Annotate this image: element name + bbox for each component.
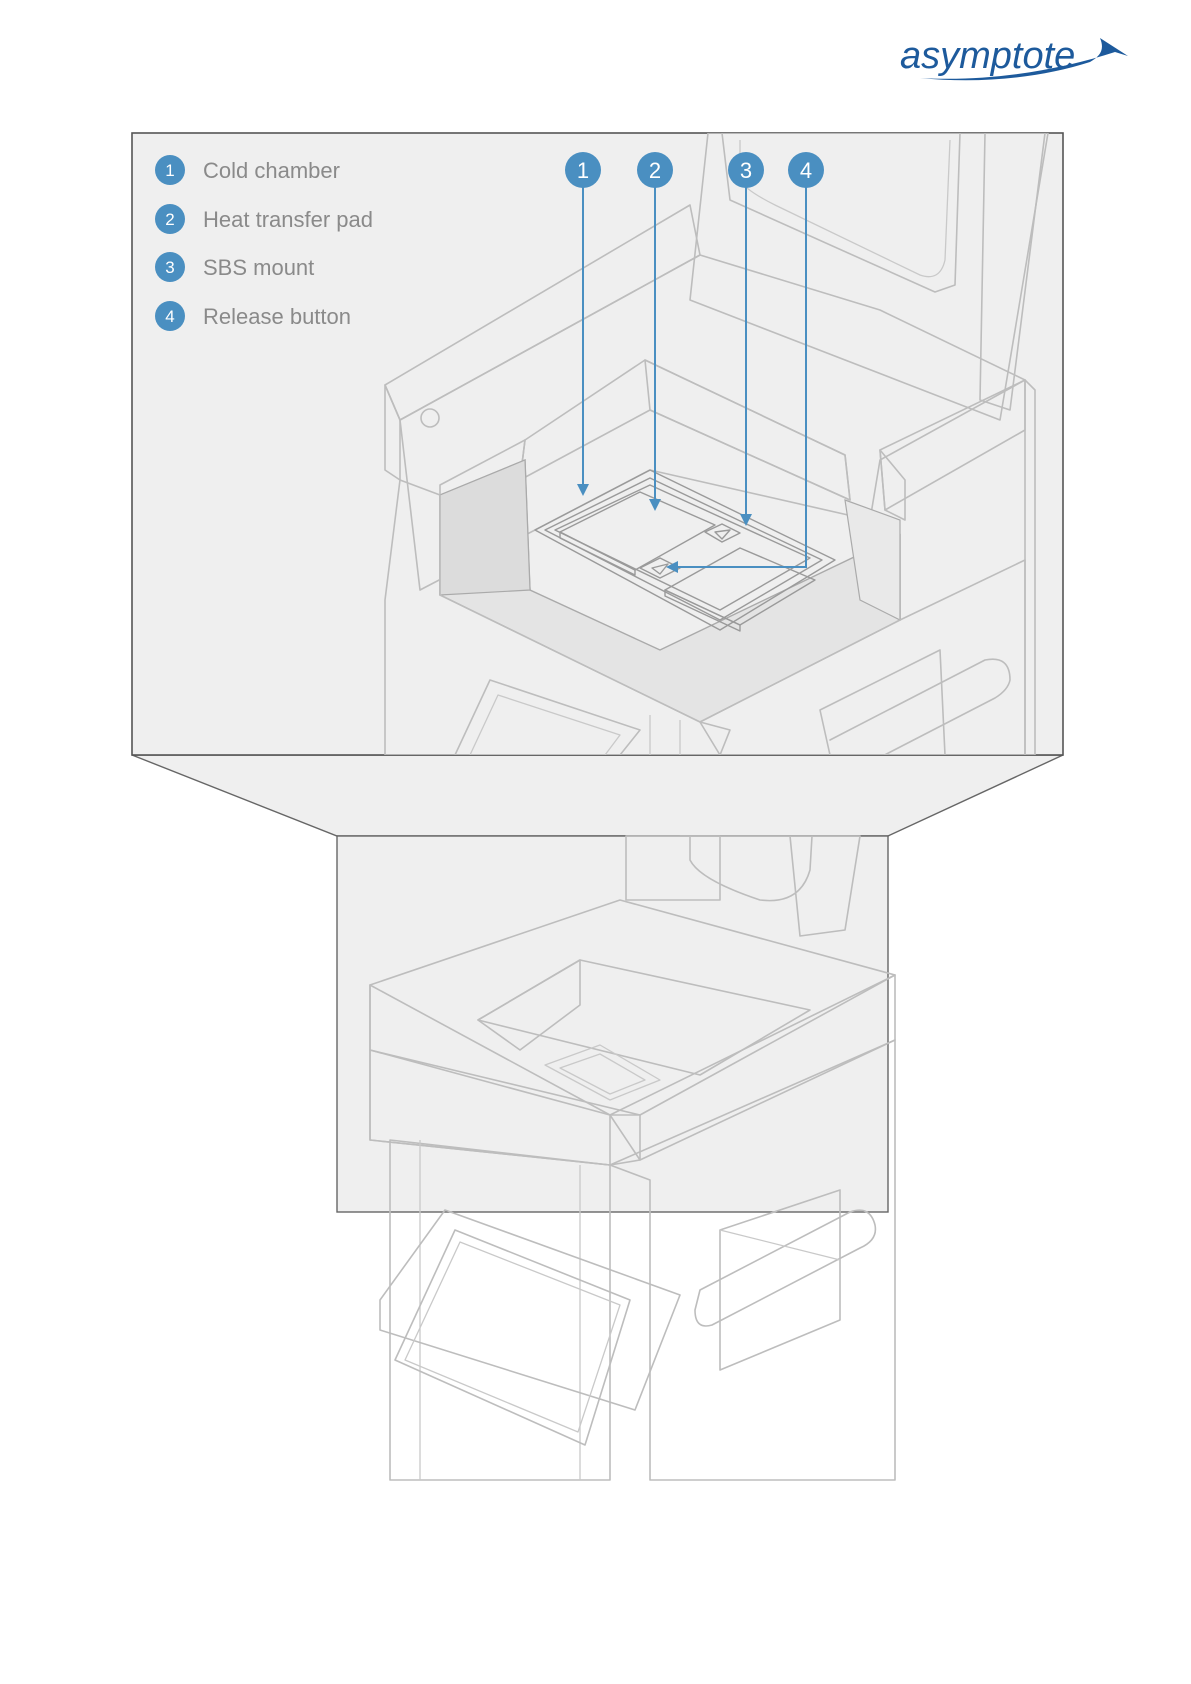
- svg-text:4: 4: [800, 158, 812, 183]
- svg-text:4: 4: [165, 307, 174, 326]
- machine-overview: [337, 836, 895, 1480]
- svg-text:2: 2: [649, 158, 661, 183]
- svg-text:3: 3: [165, 258, 174, 277]
- callout-3: 3: [728, 152, 764, 188]
- legend-item-3: 3 SBS mount: [155, 252, 314, 282]
- svg-text:Release button: Release button: [203, 304, 351, 329]
- svg-text:Cold chamber: Cold chamber: [203, 158, 340, 183]
- svg-text:1: 1: [577, 158, 589, 183]
- svg-text:3: 3: [740, 158, 752, 183]
- svg-text:Heat transfer pad: Heat transfer pad: [203, 207, 373, 232]
- callout-2: 2: [637, 152, 673, 188]
- zoom-funnel: [132, 755, 1063, 836]
- callout-4: 4: [788, 152, 824, 188]
- detail-panel: 1 Cold chamber 2 Heat transfer pad 3 SBS…: [132, 133, 1063, 778]
- svg-text:1: 1: [165, 161, 174, 180]
- callout-1: 1: [565, 152, 601, 188]
- svg-text:2: 2: [165, 210, 174, 229]
- svg-text:SBS mount: SBS mount: [203, 255, 314, 280]
